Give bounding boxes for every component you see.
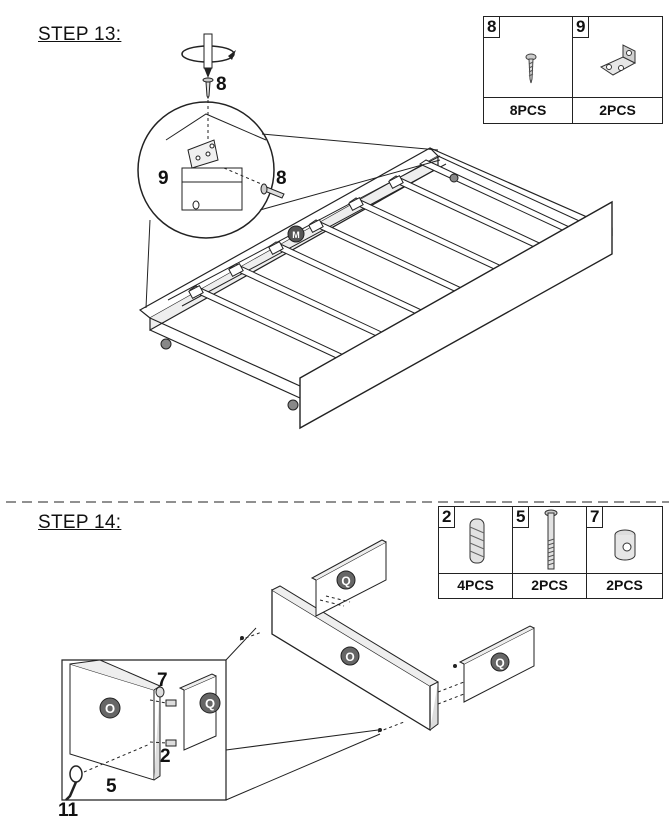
callout-bolt: 5 xyxy=(106,776,117,797)
callout-nut: 7 xyxy=(157,670,168,691)
part-cell-7: 7 2PCS xyxy=(587,507,662,598)
panel-letter-q-zoom: Q xyxy=(205,696,215,711)
part-quantity: 2PCS xyxy=(606,577,643,593)
callout-wrench: 11 xyxy=(58,800,79,821)
panel-letter-q-top: Q xyxy=(341,574,350,588)
part-number: 5 xyxy=(513,507,530,528)
bracket-icon xyxy=(599,44,637,76)
panel-letter-m: M xyxy=(292,230,300,240)
panel-letter-o-zoom: O xyxy=(105,701,115,716)
screw-icon xyxy=(525,53,537,84)
part-quantity: 4PCS xyxy=(457,577,494,593)
part-number: 9 xyxy=(573,17,590,38)
callout-screw-side: 8 xyxy=(276,168,287,189)
callout-bracket: 9 xyxy=(158,168,169,189)
step-13-title: STEP 13: xyxy=(38,24,122,45)
cam-nut-icon xyxy=(614,529,636,561)
bolt-icon xyxy=(544,509,558,570)
part-number: 7 xyxy=(587,507,604,528)
step-14-title: STEP 14: xyxy=(38,512,122,533)
part-cell-8: 8 8PCS xyxy=(484,17,573,123)
part-number: 8 xyxy=(484,17,501,38)
part-cell-5: 5 2PCS xyxy=(513,507,587,598)
panel-letter-q-right: Q xyxy=(495,656,504,670)
part-quantity: 2PCS xyxy=(599,102,636,118)
step-13-parts-box: 8 8PCS 9 2PCS xyxy=(483,16,663,124)
step-14-parts-box: 2 4PCS 5 2PCS 7 xyxy=(438,506,663,599)
part-quantity: 8PCS xyxy=(509,102,547,118)
callout-screw-top: 8 xyxy=(216,74,227,95)
part-cell-2: 2 4PCS xyxy=(439,507,513,598)
part-quantity: 2PCS xyxy=(531,577,568,593)
part-cell-9: 9 2PCS xyxy=(573,17,662,123)
callout-dowel: 2 xyxy=(160,746,171,767)
panel-letter-o-main: O xyxy=(345,650,354,664)
dowel-icon xyxy=(469,518,485,564)
part-number: 2 xyxy=(439,507,456,528)
